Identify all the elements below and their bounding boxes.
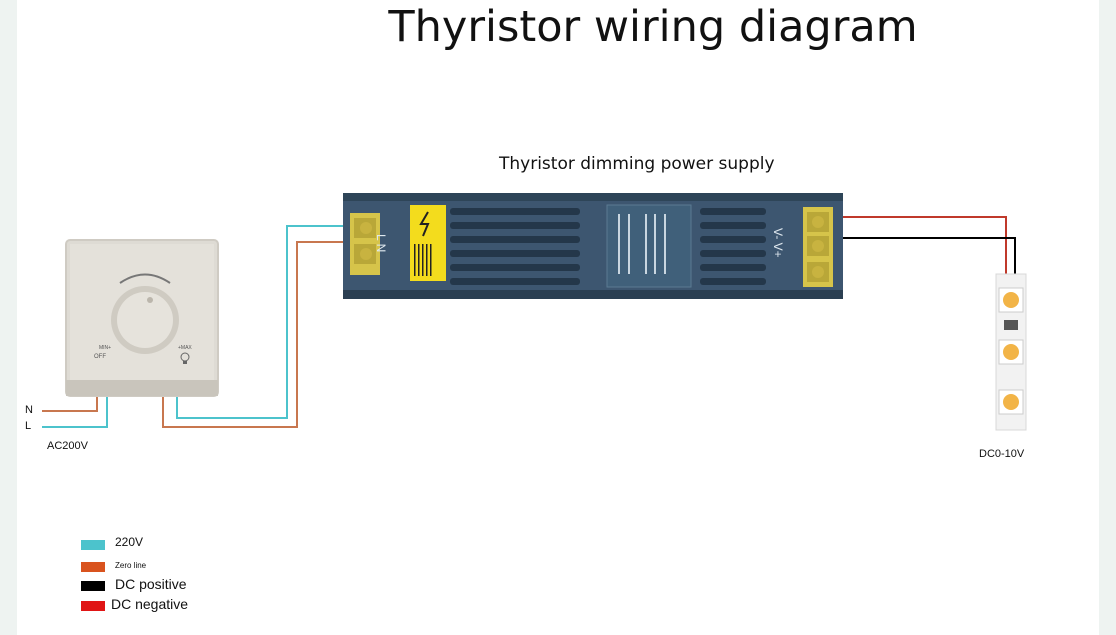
led-chip bbox=[998, 287, 1024, 313]
legend-swatch bbox=[81, 562, 105, 572]
wires bbox=[42, 216, 1016, 428]
legend-label: Zero line bbox=[115, 561, 147, 570]
warning-sticker bbox=[410, 205, 446, 281]
input-label-n: N bbox=[25, 404, 33, 416]
led-strip bbox=[995, 273, 1027, 431]
psu-output-terminal: V- V+ bbox=[771, 207, 833, 287]
legend-label: DC positive bbox=[115, 576, 187, 592]
legend-swatch bbox=[81, 601, 105, 611]
psu-label: Thyristor dimming power supply bbox=[499, 154, 775, 174]
psu-input-terminal-label: L N bbox=[374, 234, 388, 252]
led-chip bbox=[998, 389, 1024, 415]
legend-label: DC negative bbox=[111, 596, 189, 612]
psu-input-terminal: L N bbox=[350, 213, 388, 275]
psu-spec-plate bbox=[606, 204, 692, 288]
vent-slots-right bbox=[700, 208, 766, 285]
led-chip bbox=[998, 339, 1024, 365]
wire-dimmer-to-psu-220v bbox=[176, 225, 360, 419]
legend-label: 220V bbox=[115, 535, 144, 549]
power-supply: L N V- V+ bbox=[343, 193, 843, 299]
vent-slots-left bbox=[450, 208, 580, 285]
dimmer-max-label: +MAX bbox=[178, 345, 192, 351]
input-source-label: AC200V bbox=[47, 440, 88, 452]
psu-output-terminal-label: V- V+ bbox=[771, 228, 785, 258]
wire-dimmer-to-psu-zero bbox=[162, 241, 360, 428]
input-label-l: L bbox=[25, 420, 32, 432]
wire-dc-negative bbox=[822, 216, 1007, 278]
wire-dc-positive bbox=[822, 237, 1016, 278]
dimmer-switch: MIN+ OFF +MAX bbox=[65, 239, 219, 397]
bulb-icon bbox=[180, 352, 190, 364]
wire-input-n bbox=[42, 396, 98, 412]
wire-input-l bbox=[42, 396, 108, 428]
lightning-icon bbox=[419, 211, 430, 237]
dimmer-arc bbox=[119, 273, 171, 284]
legend-swatch bbox=[81, 540, 105, 550]
dimmer-min-label: MIN+ bbox=[99, 345, 111, 351]
output-label: DC0-10V bbox=[979, 448, 1025, 460]
svg-text:OFF: OFF bbox=[94, 354, 106, 360]
page-title: Thyristor wiring diagram bbox=[388, 2, 918, 52]
legend-swatch bbox=[81, 581, 105, 591]
